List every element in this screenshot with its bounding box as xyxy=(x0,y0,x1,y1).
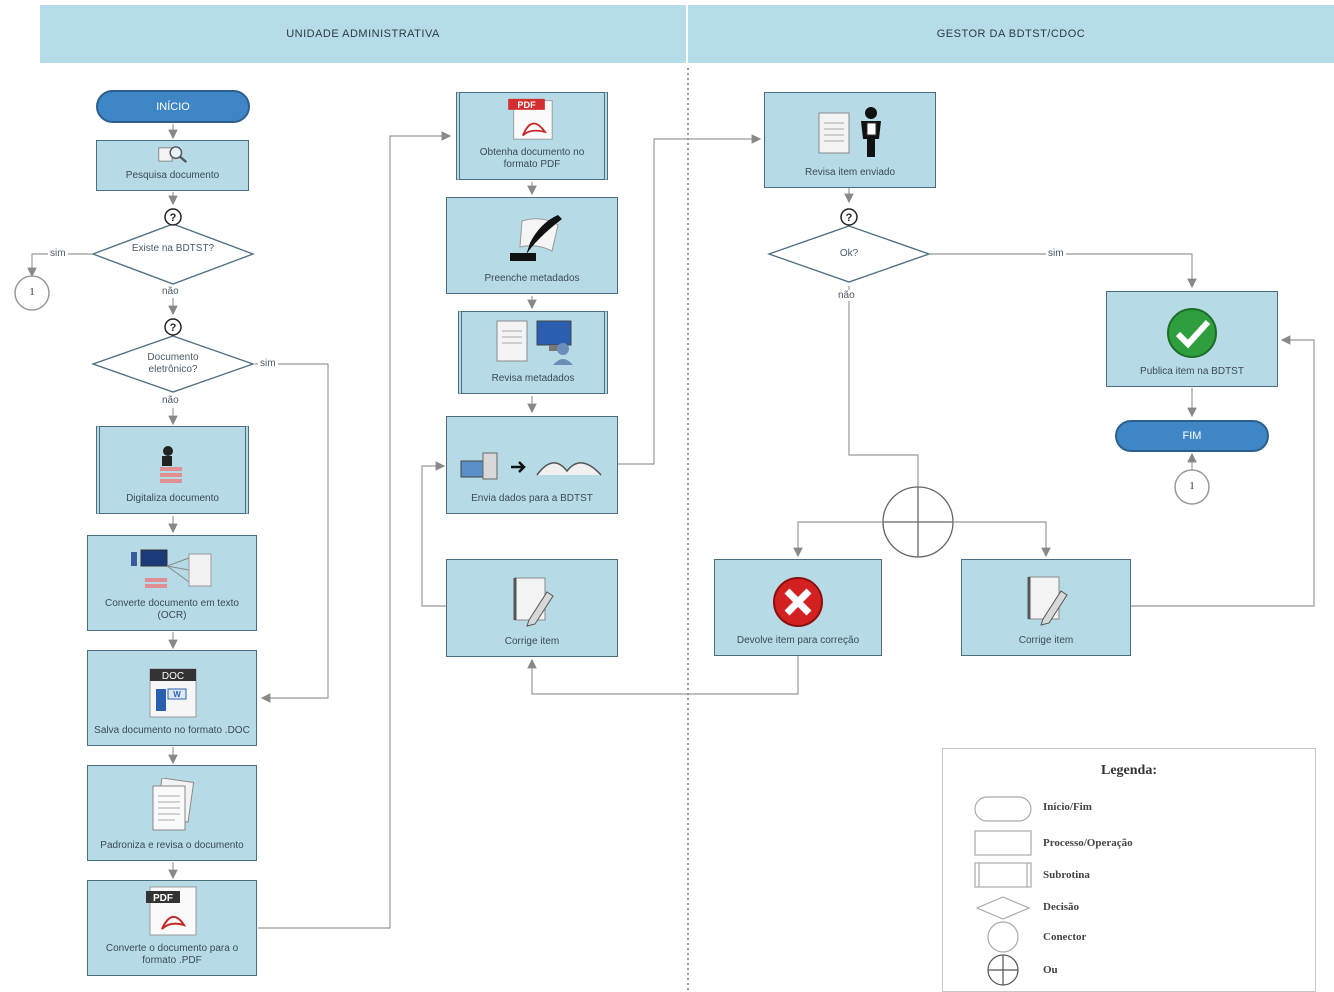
svg-text:?: ? xyxy=(846,212,853,224)
edit-document-icon xyxy=(513,577,554,627)
legend-item-process: Processo/Operação xyxy=(1043,837,1133,849)
process-converte-pdf: PDF Converte o documento para o formato … xyxy=(87,880,257,976)
question-icon xyxy=(164,208,182,226)
legend-process-symbol xyxy=(974,830,1032,856)
legend-symbols xyxy=(974,796,1032,986)
legend-subroutine-symbol xyxy=(974,862,1032,888)
edge-label-sim: sim xyxy=(258,358,278,369)
or-gateway xyxy=(882,486,954,558)
subroutine-obtenha-pdf-label: Obtenha documento no formato PDF xyxy=(479,147,585,170)
edge-label-nao: não xyxy=(836,290,857,301)
connector-right-label: 1 xyxy=(1189,480,1195,492)
lane-title-gestor: GESTOR DA BDTST/CDOC xyxy=(936,28,1086,40)
decision-ok-shape xyxy=(767,225,931,283)
legend-item-terminal: Início/Fim xyxy=(1043,801,1092,813)
process-converte-ocr-label: Converte documento em texto (OCR) xyxy=(105,598,239,621)
quill-icon xyxy=(510,215,562,261)
legend-decision-symbol xyxy=(975,896,1031,920)
svg-text:DOC: DOC xyxy=(162,671,184,682)
svg-text:PDF: PDF xyxy=(517,100,536,110)
process-converte-pdf-label: Converte o documento para o formato .PDF xyxy=(105,943,239,966)
doc-file-icon: DOC W xyxy=(149,668,197,718)
edge-label-sim: sim xyxy=(1046,248,1066,259)
edge-label-nao: não xyxy=(160,286,181,297)
legend-title: Legenda: xyxy=(1101,763,1157,778)
reviewer-icon xyxy=(818,107,881,157)
lane-header-gestor: GESTOR DA BDTST/CDOC xyxy=(688,5,1334,63)
edge-label-sim: sim xyxy=(48,248,68,259)
process-devolve: Devolve item para correção xyxy=(714,559,882,656)
process-corrige-right: Corrige item xyxy=(961,559,1131,656)
legend-connector-symbol xyxy=(987,921,1019,953)
legend-item-or: Ou xyxy=(1043,964,1058,976)
legend-item-subroutine: Subrotina xyxy=(1043,869,1090,881)
pdf-file-icon: PDF xyxy=(508,98,553,140)
subroutine-revisa-metadados: Revisa metadados xyxy=(458,311,608,394)
process-padroniza: Padroniza e revisa o documento xyxy=(87,765,257,861)
legend-item-connector: Conector xyxy=(1043,931,1087,943)
process-converte-ocr: Converte documento em texto (OCR) xyxy=(87,535,257,631)
connector-left-label: 1 xyxy=(29,286,35,298)
process-publica-label: Publica item na BDTST xyxy=(1140,366,1244,377)
process-salva-doc: DOC W Salva documento no formato .DOC xyxy=(87,650,257,746)
connector-right-shape xyxy=(1174,469,1210,505)
connector-left-shape xyxy=(14,275,50,311)
decision-ok-label: Ok? xyxy=(839,248,859,259)
process-padroniza-label: Padroniza e revisa o documento xyxy=(100,840,244,851)
question-icon xyxy=(840,208,858,226)
review-computer-icon xyxy=(496,320,573,365)
ocr-computer-icon xyxy=(131,549,212,588)
pdf-file-icon: PDF xyxy=(146,886,197,936)
scanner-icon xyxy=(159,446,182,483)
edit-document-icon xyxy=(1027,576,1068,626)
lane-header-unidade: UNIDADE ADMINISTRATIVA xyxy=(40,5,686,63)
check-icon xyxy=(1167,308,1217,358)
process-pesquisa-label: Pesquisa documento xyxy=(125,170,220,181)
process-envia-label: Envia dados para a BDTST xyxy=(471,493,593,504)
process-preenche: Preenche metadados xyxy=(446,197,618,294)
process-corrige-right-label: Corrige item xyxy=(1018,635,1074,646)
svg-text:?: ? xyxy=(170,322,177,334)
document-icon xyxy=(152,778,195,831)
process-envia: Envia dados para a BDTST xyxy=(446,416,618,514)
subroutine-digitaliza: Digitaliza documento xyxy=(96,426,249,514)
question-icon xyxy=(164,318,182,336)
svg-text:W: W xyxy=(173,690,181,699)
subroutine-revisa-metadados-label: Revisa metadados xyxy=(491,373,575,384)
process-revisa-item: Revisa item enviado xyxy=(764,92,936,188)
magnifier-icon xyxy=(157,146,187,164)
decision-existe-label: Existe na BDTST? xyxy=(131,243,215,254)
lane-title-unidade: UNIDADE ADMINISTRATIVA xyxy=(286,28,440,40)
process-salva-doc-label: Salva documento no formato .DOC xyxy=(94,725,250,736)
send-data-icon xyxy=(460,452,602,480)
end-terminal: FIM xyxy=(1115,420,1269,452)
decision-eletronico-label: Documento eletrônico? xyxy=(147,352,199,375)
svg-text:PDF: PDF xyxy=(153,893,173,904)
process-corrige-left: Corrige item xyxy=(446,559,618,657)
start-label: INÍCIO xyxy=(156,100,190,113)
subroutine-obtenha-pdf: PDF Obtenha documento no formato PDF xyxy=(456,92,608,180)
process-pesquisa: Pesquisa documento xyxy=(96,140,249,191)
legend-terminal-symbol xyxy=(974,796,1032,822)
legend: Legenda: Início/Fim Processo/Operação Su… xyxy=(942,748,1316,992)
legend-item-decision: Decisão xyxy=(1043,901,1080,913)
start-terminal: INÍCIO xyxy=(96,90,250,123)
end-label: FIM xyxy=(1182,430,1202,442)
subroutine-digitaliza-label: Digitaliza documento xyxy=(126,493,219,504)
process-preenche-label: Preenche metadados xyxy=(484,273,580,284)
process-devolve-label: Devolve item para correção xyxy=(736,635,860,646)
process-revisa-item-label: Revisa item enviado xyxy=(804,167,896,178)
svg-text:?: ? xyxy=(170,212,177,224)
process-publica: Publica item na BDTST xyxy=(1106,291,1278,387)
decision-eletronico-shape xyxy=(91,335,255,393)
reject-x-icon xyxy=(773,577,823,627)
edge-label-nao: não xyxy=(160,395,181,406)
decision-existe-shape xyxy=(91,223,255,285)
process-corrige-left-label: Corrige item xyxy=(504,636,560,647)
